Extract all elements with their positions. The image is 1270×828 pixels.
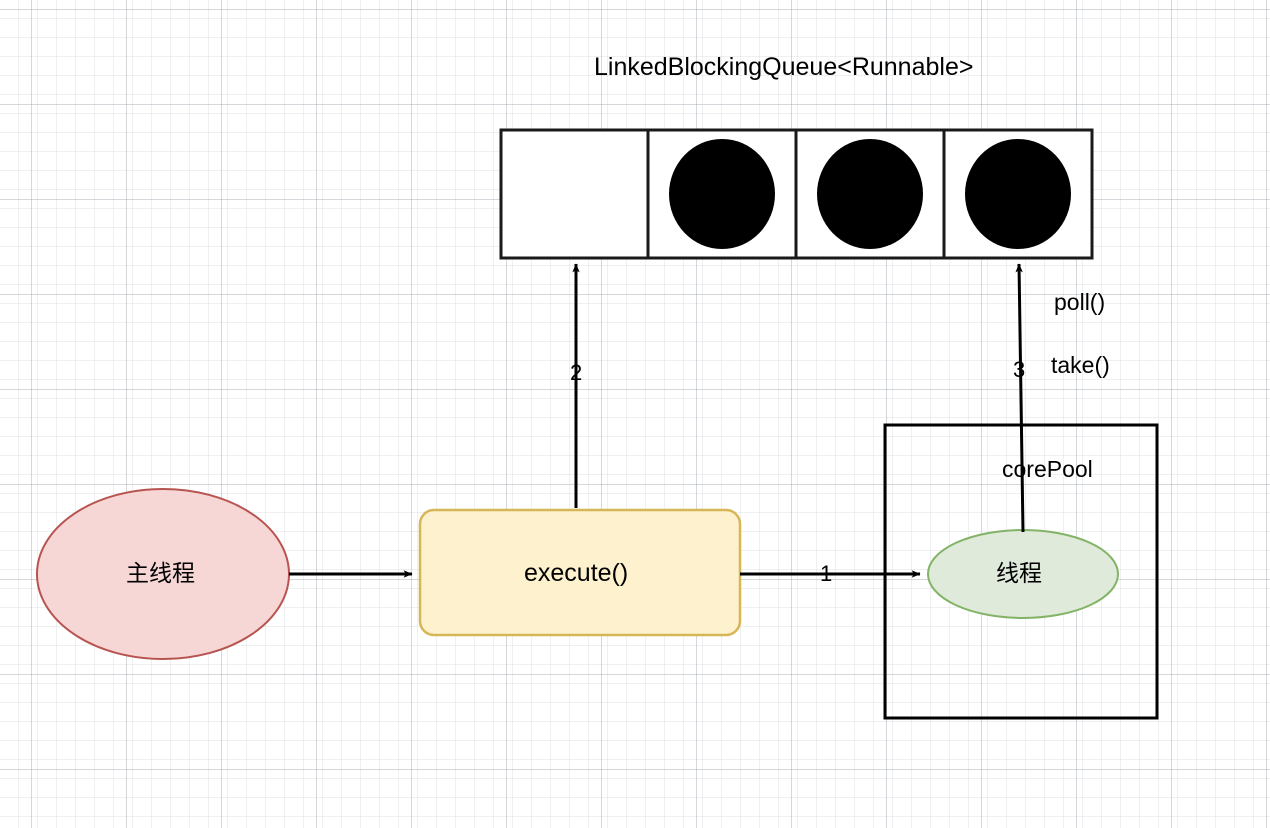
- edge-worker-to-queue: [1015, 263, 1025, 533]
- execute-label: execute(): [524, 559, 629, 587]
- queue-title: LinkedBlockingQueue<Runnable>: [594, 53, 974, 81]
- edge-label-3: 3: [1013, 357, 1026, 382]
- poll-label: poll(): [1054, 289, 1106, 315]
- main-thread-label: 主线程: [126, 560, 195, 586]
- worker-thread-label: 线程: [996, 560, 1042, 586]
- queue-container: [499, 128, 1094, 260]
- queue-task-token-1: [669, 139, 775, 249]
- queue-task-token-2: [817, 139, 923, 249]
- queue-task-token-3: [965, 139, 1071, 249]
- take-label: take(): [1051, 352, 1110, 378]
- edge-label-2: 2: [570, 360, 583, 385]
- core-pool-label: corePool: [1002, 456, 1093, 482]
- edge-label-1: 1: [820, 561, 833, 586]
